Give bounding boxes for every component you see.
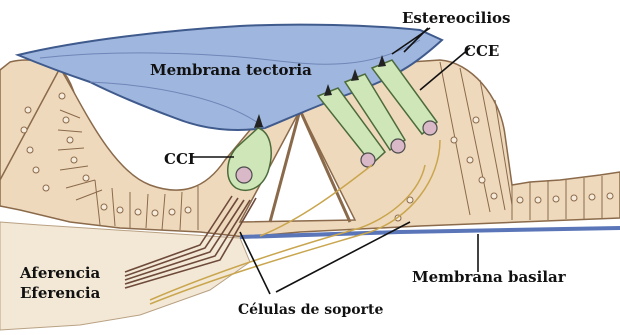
label-tectorial-membrane: Membrana tectoria [150, 61, 312, 79]
label-basilar-membrane: Membrana basilar [412, 268, 567, 286]
outer-hair-cell-nucleus [361, 153, 375, 167]
label-efferent: Eferencia [20, 284, 101, 302]
label-stereocilia: Estereocilios [402, 9, 510, 27]
outer-hair-cell-nucleus [391, 139, 405, 153]
label-afferent: Aferencia [19, 264, 101, 282]
inner-hair-cell-nucleus [236, 167, 252, 183]
label-inner-hair-cell: CCI [164, 150, 195, 168]
label-support-cells: Células de soporte [238, 302, 383, 318]
label-outer-hair-cells: CCE [464, 42, 499, 60]
outer-hair-cell-nucleus [423, 121, 437, 135]
